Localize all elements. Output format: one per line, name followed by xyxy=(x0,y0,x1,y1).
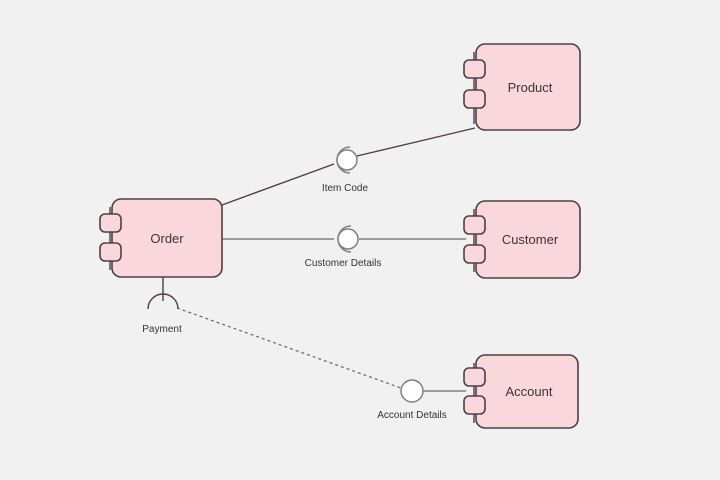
account-details-ball-icon[interactable] xyxy=(400,379,424,403)
interface-customer-details[interactable]: Customer Details xyxy=(305,225,382,269)
component-account[interactable]: Account xyxy=(463,354,579,429)
connector-layer xyxy=(162,127,476,392)
product-port-2[interactable] xyxy=(463,89,486,109)
item-code-label: Item Code xyxy=(322,183,369,194)
account-label: Account xyxy=(506,384,553,399)
payment-label: Payment xyxy=(142,324,182,335)
product-port-1[interactable] xyxy=(463,59,486,79)
component-product[interactable]: Product xyxy=(463,43,581,131)
customer-details-ball-icon[interactable] xyxy=(337,228,359,250)
interface-item-code[interactable]: Item Code xyxy=(322,146,369,194)
product-body[interactable] xyxy=(475,43,581,131)
interface-account-details[interactable]: Account Details xyxy=(377,379,447,421)
customer-body[interactable] xyxy=(475,200,581,279)
customer-label: Customer xyxy=(502,232,559,247)
connector-item-code-to-product xyxy=(356,127,476,157)
order-label: Order xyxy=(150,231,184,246)
order-body[interactable] xyxy=(111,198,223,278)
account-details-label: Account Details xyxy=(377,410,446,421)
product-label: Product xyxy=(508,80,553,95)
component-customer[interactable]: Customer xyxy=(463,200,581,279)
order-port-2[interactable] xyxy=(99,242,122,262)
account-port-2[interactable] xyxy=(463,395,486,415)
component-order[interactable]: Order xyxy=(99,198,223,278)
account-port-1[interactable] xyxy=(463,367,486,387)
interface-payment[interactable]: Payment xyxy=(142,293,182,335)
customer-port-1[interactable] xyxy=(463,215,486,235)
connector-order-to-item-code xyxy=(221,163,335,206)
customer-port-2[interactable] xyxy=(463,244,486,264)
order-port-1[interactable] xyxy=(99,213,122,233)
payment-socket-icon[interactable] xyxy=(147,293,179,310)
item-code-ball-icon[interactable] xyxy=(336,149,358,171)
account-body[interactable] xyxy=(475,354,579,429)
customer-details-label: Customer Details xyxy=(305,258,382,269)
connector-payment-to-account-details xyxy=(176,307,402,389)
